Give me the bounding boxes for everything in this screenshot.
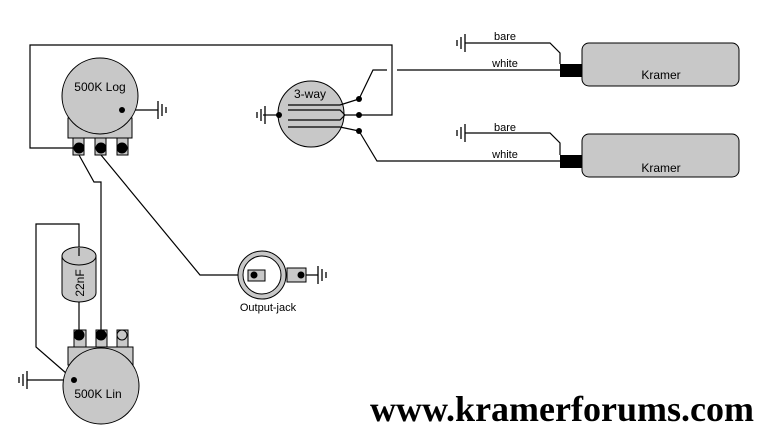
- pickup-neck: bare white Kramer: [491, 31, 740, 87]
- volume-pot: 500K Log: [61, 57, 139, 156]
- tone-pot: 500K Lin: [62, 329, 140, 425]
- ground-icon: [18, 370, 28, 390]
- ground-icon: [456, 123, 466, 143]
- tone-pot-label: 500K Lin: [74, 387, 121, 401]
- wire-label-bare: bare: [494, 31, 516, 43]
- three-way-switch: 3-way: [276, 80, 362, 148]
- volume-pot-label: 500K Log: [74, 80, 125, 94]
- pickup-label: Kramer: [641, 161, 680, 175]
- ground-icon: [456, 33, 466, 53]
- wire-label-white: white: [491, 58, 518, 70]
- output-jack-label: Output-jack: [240, 302, 297, 314]
- ground-icon: [317, 265, 327, 285]
- capacitor-label: 22nF: [73, 269, 87, 296]
- pickup-bridge: bare white Kramer: [491, 122, 740, 178]
- output-jack: Output-jack: [237, 250, 307, 314]
- wire-label-white: white: [491, 149, 518, 161]
- ground-icon: [157, 100, 167, 120]
- wire-label-bare: bare: [494, 122, 516, 134]
- switch-label: 3-way: [294, 87, 326, 101]
- capacitor: 22nF: [61, 246, 97, 303]
- watermark: www.kramerforums.com: [370, 389, 754, 429]
- pickup-label: Kramer: [641, 68, 680, 82]
